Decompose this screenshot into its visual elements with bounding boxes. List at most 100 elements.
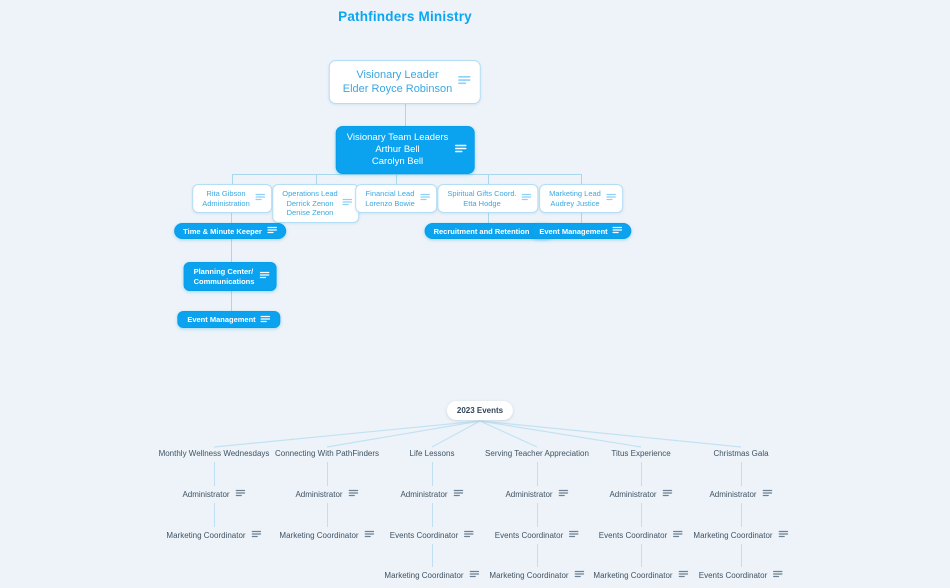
notes-icon[interactable] <box>673 530 683 540</box>
role-node[interactable]: Marketing Coordinator <box>279 530 375 540</box>
node-visionary-leader[interactable]: Visionary Leader Elder Royce Robinson <box>328 60 482 104</box>
connector-line <box>741 544 742 567</box>
role-node[interactable]: Administrator <box>295 489 359 499</box>
connector-line <box>316 174 317 185</box>
role-label: Administrator <box>400 489 448 499</box>
notes-icon[interactable] <box>453 489 464 499</box>
notes-icon[interactable] <box>260 315 271 325</box>
notes-icon[interactable] <box>342 198 353 209</box>
role-node[interactable]: Marketing Coordinator <box>384 570 480 580</box>
role-label: Marketing Coordinator <box>593 570 673 580</box>
connector-line <box>537 462 538 486</box>
role-node[interactable]: Marketing Coordinator <box>593 570 689 580</box>
notes-icon[interactable] <box>464 530 474 540</box>
role-node[interactable]: Events Coordinator <box>495 530 579 540</box>
notes-icon[interactable] <box>364 530 375 540</box>
event-node-monthly-wellness[interactable]: Monthly Wellness Wednesdays <box>158 449 270 458</box>
event-node-serving-teacher[interactable]: Serving Teacher Appreciation <box>485 449 589 458</box>
node-time-minute-keeper[interactable]: Time & Minute Keeper <box>174 223 286 239</box>
node-team-leaders[interactable]: Visionary Team Leaders Arthur Bell Carol… <box>335 126 475 174</box>
role-node[interactable]: Administrator <box>505 489 569 499</box>
node-line: Financial Lead <box>365 189 415 198</box>
notes-icon[interactable] <box>558 489 569 499</box>
role-node[interactable]: Events Coordinator <box>599 530 683 540</box>
node-line: Elder Royce Robinson <box>342 83 453 95</box>
role-node[interactable]: Administrator <box>609 489 673 499</box>
notes-icon[interactable] <box>521 193 532 204</box>
role-label: Marketing Coordinator <box>384 570 464 580</box>
node-operations-lead[interactable]: Operations Lead Derrick Zenon Denise Zen… <box>272 184 360 223</box>
node-line: Derrick Zenon <box>286 198 334 208</box>
role-label: Administrator <box>609 489 657 499</box>
role-node[interactable]: Events Coordinator <box>699 570 783 580</box>
notes-icon[interactable] <box>778 530 789 540</box>
role-node[interactable]: Marketing Coordinator <box>166 530 262 540</box>
connector-line <box>214 503 215 527</box>
role-node[interactable]: Marketing Coordinator <box>693 530 789 540</box>
notes-icon[interactable] <box>612 226 623 236</box>
notes-icon[interactable] <box>574 570 585 580</box>
notes-icon[interactable] <box>458 75 471 89</box>
events-root-node[interactable]: 2023 Events <box>446 401 514 420</box>
event-node-life-lessons[interactable]: Life Lessons <box>409 449 455 458</box>
role-node[interactable]: Administrator <box>709 489 773 499</box>
node-financial-lead[interactable]: Financial Lead Lorenzo Bowie <box>355 184 437 213</box>
node-label: Time & Minute Keeper <box>183 226 262 236</box>
role-label: Marketing Coordinator <box>693 530 773 540</box>
event-node-titus-experience[interactable]: Titus Experience <box>611 449 671 458</box>
node-planning-center[interactable]: Planning Center/ Communications <box>183 262 277 291</box>
notes-icon[interactable] <box>259 271 270 282</box>
node-line: Planning Center/ <box>193 267 254 276</box>
event-node-christmas-gala[interactable]: Christmas Gala <box>713 449 769 458</box>
node-line: Etta Hodge <box>463 198 501 208</box>
connector-line <box>432 462 433 486</box>
connector-line <box>232 174 581 175</box>
notes-icon[interactable] <box>762 489 773 499</box>
notes-icon[interactable] <box>420 193 430 204</box>
role-label: Administrator <box>182 489 230 499</box>
role-node[interactable]: Administrator <box>400 489 464 499</box>
node-marketing-lead[interactable]: Marketing Lead Audrey Justice <box>539 184 623 213</box>
notes-icon[interactable] <box>235 489 246 499</box>
notes-icon[interactable] <box>348 489 359 499</box>
notes-icon[interactable] <box>454 144 467 157</box>
node-event-management-marketing[interactable]: Event Management <box>530 223 632 239</box>
node-line: Visionary Team Leaders <box>346 132 449 143</box>
node-label: Event Management <box>187 315 256 324</box>
connector-line <box>537 503 538 527</box>
role-node[interactable]: Administrator <box>182 489 246 499</box>
role-node[interactable]: Marketing Coordinator <box>489 570 585 580</box>
node-line: Administration <box>202 198 250 208</box>
role-node[interactable]: Events Coordinator <box>390 530 474 540</box>
role-label: Marketing Coordinator <box>279 530 359 540</box>
notes-icon[interactable] <box>267 226 277 236</box>
node-line: Communications <box>193 276 255 286</box>
notes-icon[interactable] <box>606 193 616 204</box>
connector-line <box>231 239 232 263</box>
events-root-label: 2023 Events <box>456 406 504 415</box>
notes-icon[interactable] <box>469 570 480 580</box>
node-line: Operations Lead <box>282 189 338 198</box>
connector-line <box>232 174 233 185</box>
notes-icon[interactable] <box>773 570 783 580</box>
connector-line <box>641 544 642 567</box>
notes-icon[interactable] <box>254 193 265 204</box>
node-administration[interactable]: Rita Gibson Administration <box>192 184 272 213</box>
node-line: Marketing Lead <box>549 189 601 198</box>
notes-icon[interactable] <box>251 530 262 540</box>
node-spiritual-gifts-coord[interactable]: Spiritual Gifts Coord. Etta Hodge <box>437 184 539 213</box>
connector-line <box>396 174 397 185</box>
connector-line <box>488 211 489 224</box>
connector-line <box>581 211 582 224</box>
connector-line <box>641 462 642 486</box>
node-event-management-admin[interactable]: Event Management <box>177 311 281 328</box>
notes-icon[interactable] <box>678 570 689 580</box>
event-node-connecting[interactable]: Connecting With PathFinders <box>274 449 380 458</box>
node-line: Denise Zenon <box>286 208 334 217</box>
notes-icon[interactable] <box>662 489 673 499</box>
notes-icon[interactable] <box>569 530 579 540</box>
connector-line <box>581 174 582 185</box>
connector-line <box>488 174 489 185</box>
node-label: Recruitment and Retention <box>433 226 530 236</box>
